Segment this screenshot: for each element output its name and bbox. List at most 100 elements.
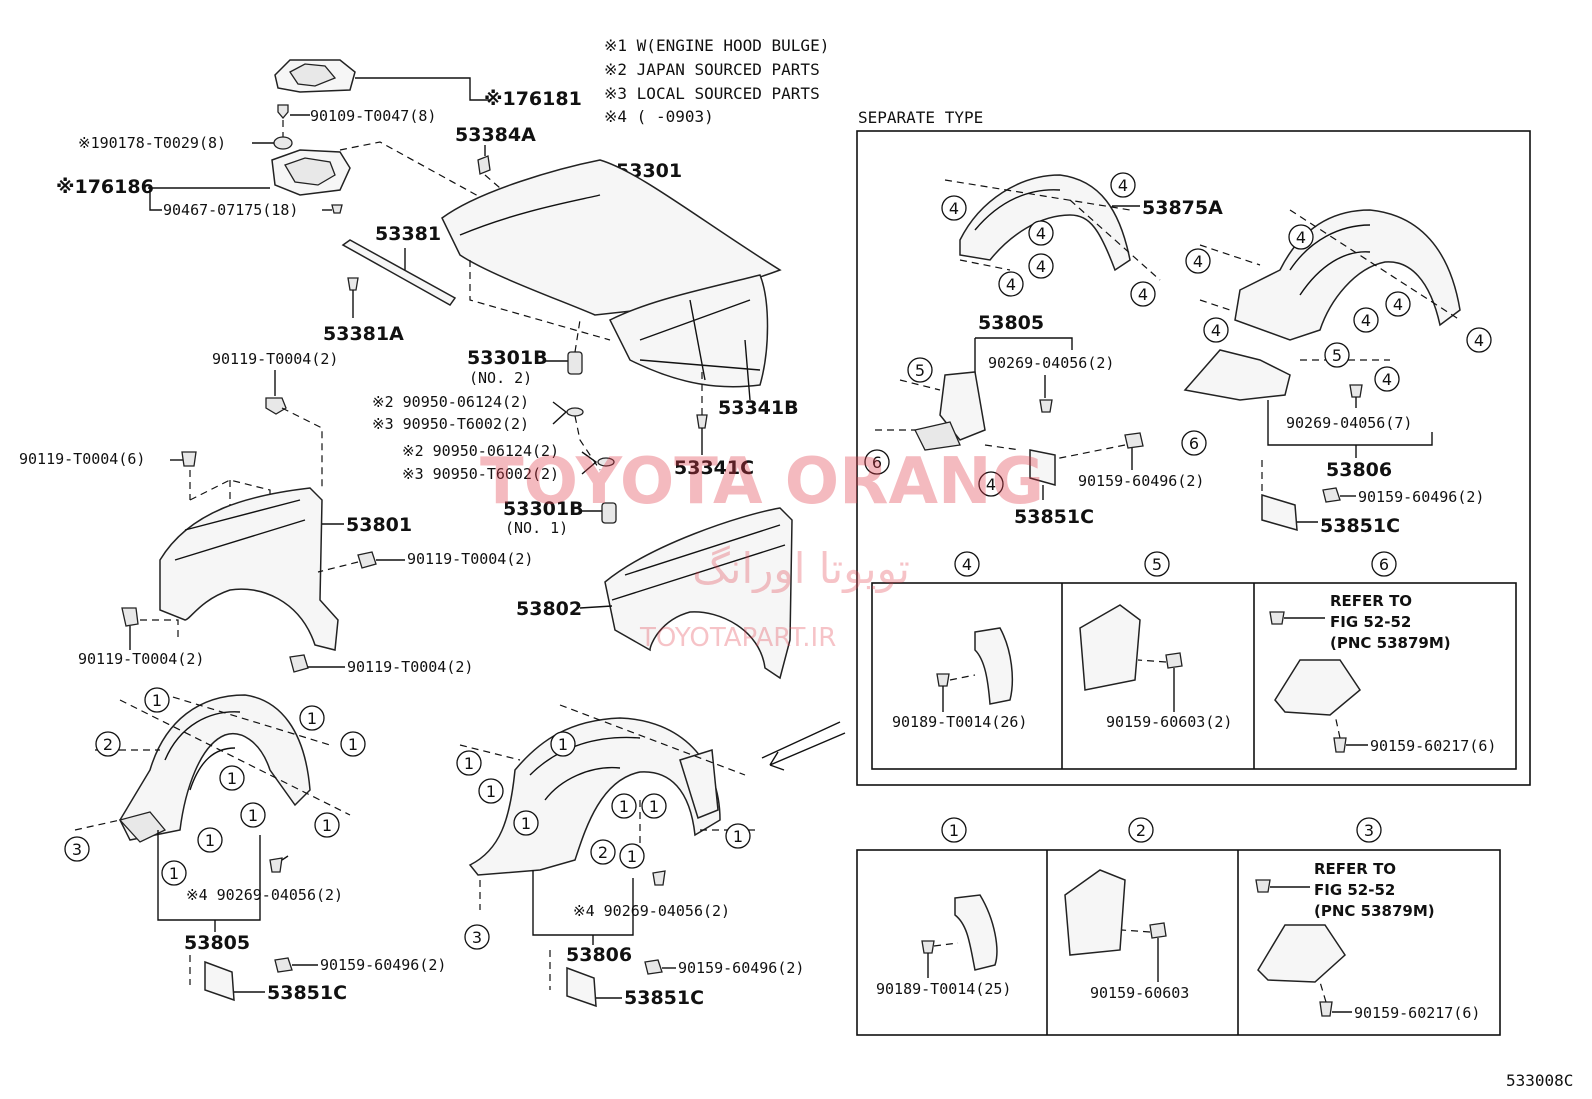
callout-6: 6 bbox=[1371, 551, 1397, 577]
screw-sep-r bbox=[1322, 487, 1341, 503]
svg-text:5: 5 bbox=[1152, 555, 1162, 574]
detail3-clip bbox=[1255, 879, 1271, 893]
mudguard-main-l bbox=[204, 960, 235, 1002]
d6-refer-1: REFER TO bbox=[1330, 592, 1412, 610]
watermark: TOYOTA ORANG تویوتا اورانگ TOYOTAPART.IR bbox=[480, 445, 1044, 653]
d3-refer-2: FIG 52-52 bbox=[1314, 881, 1395, 899]
label-53341C: 53341C bbox=[674, 457, 754, 479]
svg-text:6: 6 bbox=[872, 453, 882, 472]
svg-text:1: 1 bbox=[464, 754, 474, 773]
label-53806-sep: 53806 bbox=[1326, 459, 1392, 481]
detail6-clip bbox=[1269, 611, 1285, 625]
callout-1: 1 bbox=[478, 778, 504, 804]
grommet-icon-2 bbox=[597, 457, 615, 467]
detail-row-123-border bbox=[856, 849, 1501, 1036]
label-53805-sep: 53805 bbox=[978, 312, 1044, 334]
separate-type-title: SEPARATE TYPE bbox=[858, 108, 983, 127]
label-90269-sep-r: 90269-04056(7) bbox=[1286, 414, 1412, 432]
label-90950-c: ※2 90950-06124(2) bbox=[402, 442, 559, 460]
svg-text:4: 4 bbox=[949, 199, 959, 218]
liner-53806-rear bbox=[679, 749, 719, 819]
callout-4: 4 bbox=[1288, 224, 1314, 250]
figure-id: 533008C bbox=[1506, 1071, 1573, 1090]
svg-text:2: 2 bbox=[598, 843, 608, 862]
svg-text:1: 1 bbox=[348, 735, 358, 754]
fender-53802 bbox=[604, 507, 793, 680]
callout-1: 1 bbox=[641, 793, 667, 819]
svg-text:6: 6 bbox=[1379, 555, 1389, 574]
liner-53806-sep bbox=[1234, 209, 1461, 341]
label-53806-main: 53806 bbox=[566, 944, 632, 966]
label-90467: 90467-07175(18) bbox=[163, 201, 298, 219]
label-d6-part: 90159-60217(6) bbox=[1370, 737, 1496, 755]
svg-text:4: 4 bbox=[962, 555, 972, 574]
fender-53801 bbox=[159, 487, 339, 651]
screw-icon-main-l bbox=[274, 957, 293, 973]
clip-53381A-icon bbox=[347, 277, 359, 291]
liner-53806-group: ※4 90269-04056(2) 53806 90159-60496(2) 5… bbox=[459, 704, 804, 1009]
seal-strip bbox=[341, 239, 457, 306]
callout-5: 5 bbox=[1144, 551, 1170, 577]
callout-6: 6 bbox=[1181, 430, 1207, 456]
clip-icon bbox=[331, 204, 343, 214]
label-90119-lowleft: 90119-T0004(2) bbox=[78, 650, 204, 668]
svg-text:3: 3 bbox=[72, 840, 82, 859]
svg-text:1: 1 bbox=[558, 735, 568, 754]
label-76186: ※176186 bbox=[56, 176, 154, 198]
screw-sep-l bbox=[1124, 432, 1144, 449]
svg-text:1: 1 bbox=[649, 797, 659, 816]
callout-3: 3 bbox=[64, 836, 90, 862]
fender-right-group: 53802 bbox=[516, 507, 793, 680]
svg-text:1: 1 bbox=[322, 816, 332, 835]
svg-text:1: 1 bbox=[205, 831, 215, 850]
svg-text:4: 4 bbox=[1296, 228, 1306, 247]
label-53301B-no1: 53301B bbox=[503, 498, 584, 520]
label-90119-mid: 90119-T0004(2) bbox=[407, 550, 533, 568]
cushion-icon bbox=[477, 155, 491, 175]
label-90269-main-l: ※4 90269-04056(2) bbox=[186, 886, 343, 904]
svg-text:4: 4 bbox=[1361, 311, 1371, 330]
callout-4: 4 bbox=[1110, 172, 1136, 198]
detail-row-123: 1 2 3 90189-T0014(25) 90159-60603 REFER … bbox=[856, 817, 1501, 1036]
mudguard-sep-l bbox=[1029, 449, 1056, 486]
bolt-icon bbox=[277, 104, 289, 120]
svg-text:6: 6 bbox=[1189, 434, 1199, 453]
label-90119-left: 90119-T0004(6) bbox=[19, 450, 145, 468]
label-53381A: 53381A bbox=[323, 323, 404, 345]
label-90159-main-r: 90159-60496(2) bbox=[678, 959, 804, 977]
label-53301B-no1-sub: (NO. 1) bbox=[505, 519, 568, 537]
liner-53805-group: ※4 90269-04056(2) 53805 90159-60496(2) 5… bbox=[74, 689, 446, 1004]
svg-text:1: 1 bbox=[169, 864, 179, 883]
callout-1: 1 bbox=[219, 765, 245, 791]
label-90159-sep-r: 90159-60496(2) bbox=[1358, 488, 1484, 506]
svg-text:4: 4 bbox=[1036, 224, 1046, 243]
svg-text:1: 1 bbox=[248, 806, 258, 825]
callout-1: 1 bbox=[611, 793, 637, 819]
svg-text:4: 4 bbox=[1211, 321, 1221, 340]
detail1-part bbox=[954, 894, 998, 971]
watermark-site: TOYOTAPART.IR bbox=[639, 623, 836, 653]
label-90109: 90109-T0047(8) bbox=[310, 107, 436, 125]
callout-1: 1 bbox=[314, 812, 340, 838]
svg-text:1: 1 bbox=[307, 709, 317, 728]
detail6-screw bbox=[1333, 737, 1347, 753]
svg-text:4: 4 bbox=[986, 475, 996, 494]
detail3-screw bbox=[1319, 1001, 1333, 1017]
svg-text:2: 2 bbox=[1136, 821, 1146, 840]
callout-4: 4 bbox=[941, 195, 967, 221]
detail6-part bbox=[1274, 659, 1361, 716]
liner-53806-sep-front bbox=[1183, 349, 1291, 401]
callout-1: 1 bbox=[240, 802, 266, 828]
svg-text:1: 1 bbox=[486, 782, 496, 801]
callout-4: 4 bbox=[1203, 317, 1229, 343]
hood-bulge-detail bbox=[289, 63, 337, 87]
bolt-icon-top bbox=[265, 397, 287, 415]
bulge-retainer-inner bbox=[284, 157, 336, 186]
watermark-main: TOYOTA ORANG bbox=[480, 445, 1044, 519]
callout-2: 2 bbox=[95, 731, 121, 757]
label-53384A: 53384A bbox=[455, 124, 536, 146]
label-53851C-sep-r: 53851C bbox=[1320, 515, 1400, 537]
label-90950-a: ※2 90950-06124(2) bbox=[372, 393, 529, 411]
label-53851C-main-l: 53851C bbox=[267, 982, 347, 1004]
